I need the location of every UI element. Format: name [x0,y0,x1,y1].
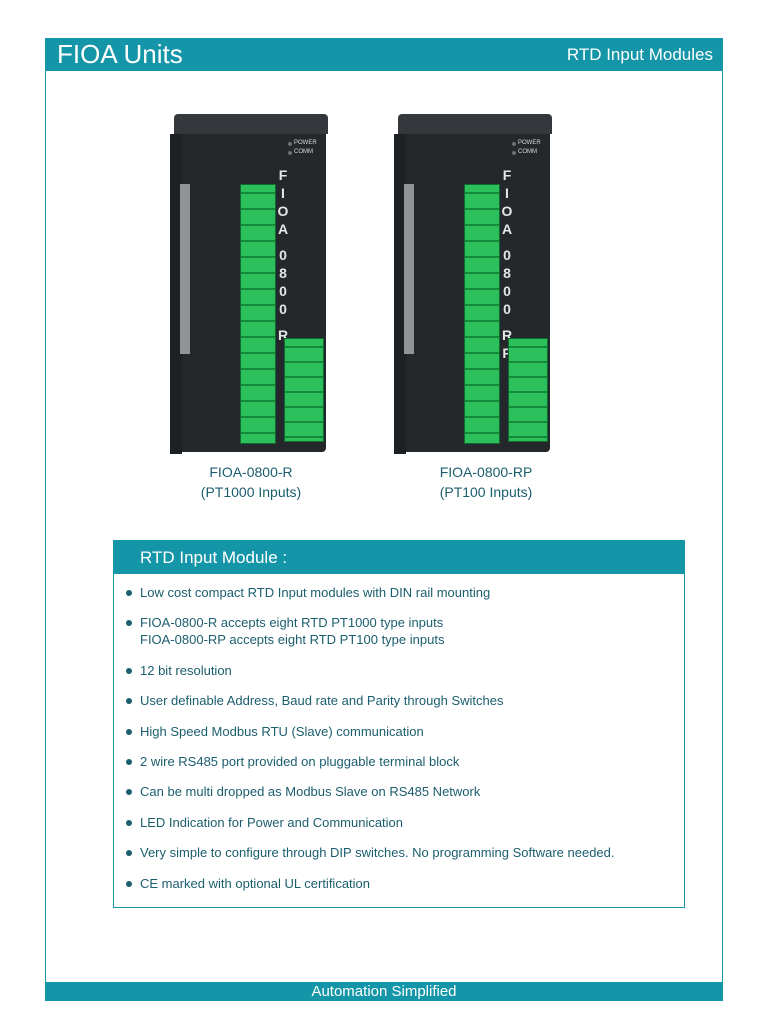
list-item: FIOA-0800-R accepts eight RTD PT1000 typ… [124,614,674,648]
terminal-block-rs485 [508,338,548,442]
model-char: 0 [503,247,511,263]
bullet-icon [126,667,132,674]
list-item: 12 bit resolution [124,662,674,679]
page-subtitle: RTD Input Modules [566,45,713,64]
feature-list: Low cost compact RTD Input modules with … [124,584,674,905]
bullet-icon [126,590,132,596]
model-char: 0 [279,301,287,317]
model-char: P [502,345,512,361]
list-item: Low cost compact RTD Input modules with … [124,584,674,601]
list-item: 2 wire RS485 port provided on pluggable … [124,753,674,770]
list-item: LED Indication for Power and Communicati… [124,814,674,831]
page-header: FIOA Units RTD Input Modules [45,38,723,71]
model-char: A [501,221,513,237]
page-footer: Automation Simplified [45,983,723,1001]
power-led-icon [288,142,292,146]
model-char: R [501,327,513,343]
product-caption-rp: FIOA-0800-RP (PT100 Inputs) [386,462,586,502]
page-title: FIOA Units [57,39,183,69]
model-char: I [505,185,509,201]
list-item: High Speed Modbus RTU (Slave) communicat… [124,723,674,740]
terminal-block-rs485 [284,338,324,442]
bullet-icon [126,758,132,765]
bullet-icon [126,698,132,705]
list-item: User definable Address, Baud rate and Pa… [124,692,674,709]
comm-led-icon [512,151,516,155]
model-gap [500,238,514,246]
product-image-fioa-0800-rp: POWER COMM F I O A 0 8 0 0 R P [394,114,556,454]
list-item: Can be multi dropped as Modbus Slave on … [124,783,674,800]
feature-text: High Speed Modbus RTU (Slave) communicat… [140,723,424,739]
feature-text: 12 bit resolution [140,662,232,678]
device-side-label [404,184,414,354]
feature-text: CE marked with optional UL certification [140,875,371,891]
power-led-label: POWER [294,140,317,146]
product-caption-r: FIOA-0800-R (PT1000 Inputs) [151,462,351,502]
model-char: O [501,203,513,219]
device-model-text: F I O A 0 8 0 0 R P [500,166,514,362]
model-char: 0 [279,247,287,263]
model-char: O [277,203,289,219]
feature-text: Very simple to configure through DIP swi… [140,845,615,861]
model-char: 0 [503,283,511,299]
bullet-icon [126,850,132,857]
feature-text: Low cost compact RTD Input modules with … [140,585,491,600]
terminal-block-main [240,184,276,444]
model-char: 0 [279,283,287,299]
power-led-icon [512,142,516,146]
terminal-block-main [464,184,500,444]
features-box: RTD Input Module : Low cost compact RTD … [113,540,685,908]
comm-led-label: COMM [518,149,537,155]
feature-text: LED Indication for Power and Communicati… [140,814,404,830]
device-side [394,134,406,454]
list-item: Very simple to configure through DIP swi… [124,844,674,861]
content-frame [45,71,723,983]
caption-model: FIOA-0800-RP [439,464,533,480]
model-char: 8 [279,265,287,281]
device-side [170,134,182,454]
model-gap [276,318,290,326]
model-char: 0 [503,301,511,317]
model-char: F [502,167,512,183]
model-char: 8 [503,265,511,281]
bullet-icon [126,728,132,735]
footer-tagline: Automation Simplified [311,983,457,1000]
device-top [398,114,552,134]
feature-text: FIOA-0800-RP accepts eight RTD PT100 typ… [140,632,445,648]
model-char: A [277,221,289,237]
bullet-icon [126,789,132,796]
comm-led-label: COMM [294,149,313,155]
bullet-icon [126,880,132,887]
model-gap [276,238,290,246]
list-item: CE marked with optional UL certification [124,875,674,892]
model-char: F [278,167,288,183]
device-side-label [180,184,190,354]
caption-inputs: (PT1000 Inputs) [200,484,302,500]
product-image-fioa-0800-r: POWER COMM F I O A 0 8 0 0 R [170,114,332,454]
caption-model: FIOA-0800-R [209,464,293,480]
bullet-icon [126,620,132,627]
features-heading: RTD Input Module : [114,541,684,574]
model-char: R [277,327,289,343]
feature-text: 2 wire RS485 port provided on pluggable … [140,753,460,769]
power-led-label: POWER [518,140,541,146]
feature-text: User definable Address, Baud rate and Pa… [140,693,504,709]
caption-inputs: (PT100 Inputs) [439,484,533,500]
device-top [174,114,328,134]
device-model-text: F I O A 0 8 0 0 R [276,166,290,344]
bullet-icon [126,819,132,826]
feature-text: FIOA-0800-R accepts eight RTD PT1000 typ… [140,615,444,631]
model-char: I [281,185,285,201]
model-gap [500,318,514,326]
comm-led-icon [288,151,292,155]
feature-text: Can be multi dropped as Modbus Slave on … [140,784,481,800]
